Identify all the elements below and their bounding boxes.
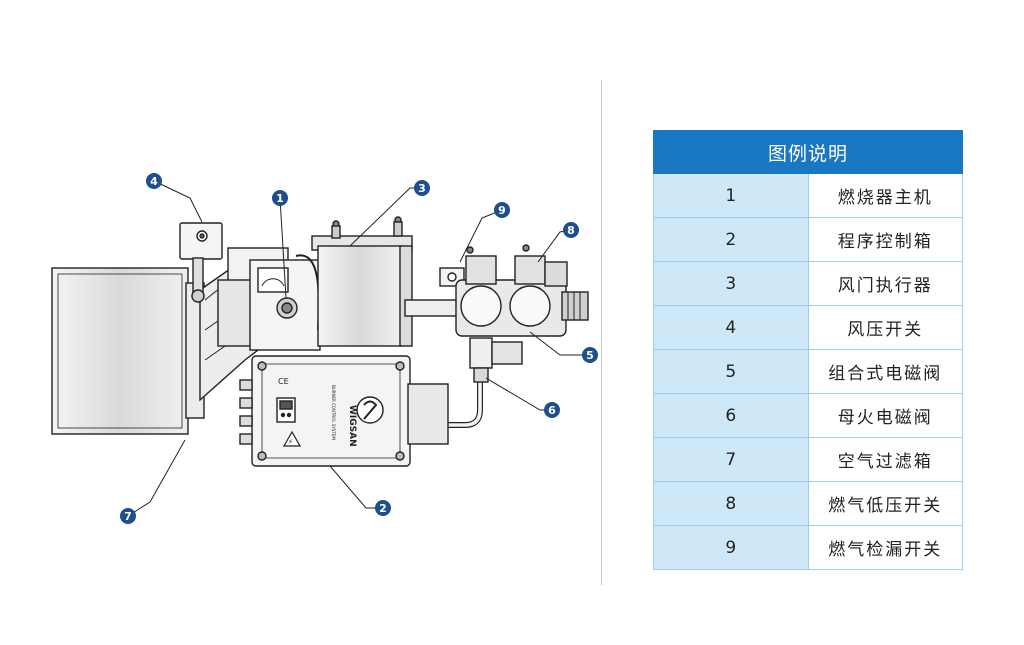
control-box-ce-mark: CE — [278, 377, 289, 386]
legend-title: 图例说明 — [653, 130, 963, 174]
svg-text:5: 5 — [586, 349, 594, 362]
legend-row: 4 风压开关 — [653, 305, 963, 350]
callout-3: 3 — [414, 180, 430, 196]
air-pressure-switch — [179, 222, 223, 303]
callout-1: 1 — [272, 190, 288, 206]
legend-name: 燃气检漏开关 — [807, 525, 963, 570]
svg-text:3: 3 — [418, 182, 426, 195]
legend-number: 1 — [653, 173, 809, 218]
legend-row: 5 组合式电磁阀 — [653, 349, 963, 394]
legend-row: 1 燃烧器主机 — [653, 173, 963, 218]
combined-solenoid-valve — [439, 244, 589, 337]
legend-number: 3 — [653, 261, 809, 306]
callout-2: 2 — [375, 500, 391, 516]
legend-number: 4 — [653, 305, 809, 350]
legend-row: 6 母火电磁阀 — [653, 393, 963, 438]
program-control-box — [239, 355, 449, 467]
legend-name: 燃烧器主机 — [807, 173, 963, 218]
pilot-solenoid-valve — [469, 337, 523, 383]
callout-7: 7 — [120, 508, 136, 524]
svg-text:2: 2 — [379, 502, 387, 515]
callout-5: 5 — [582, 347, 598, 363]
control-box-subtitle: BURNER CONTROL SYSTEM — [331, 385, 336, 440]
legend-number: 7 — [653, 437, 809, 482]
legend-row: 2 程序控制箱 — [653, 217, 963, 262]
air-filter-box — [51, 267, 189, 435]
legend-name: 风压开关 — [807, 305, 963, 350]
legend-table: 图例说明 1 燃烧器主机 2 程序控制箱 3 风门执行器 4 风压开关 5 组合 — [653, 130, 963, 570]
burner-main-body — [51, 247, 321, 435]
vertical-divider — [601, 80, 602, 585]
svg-text:7: 7 — [124, 510, 132, 523]
svg-text:9: 9 — [498, 204, 506, 217]
legend-name: 组合式电磁阀 — [807, 349, 963, 394]
callout-6: 6 — [544, 402, 560, 418]
legend-row: 8 燃气低压开关 — [653, 481, 963, 526]
legend-name: 风门执行器 — [807, 261, 963, 306]
legend-name: 母火电磁阀 — [807, 393, 963, 438]
callout-8: 8 — [563, 222, 579, 238]
svg-text:8: 8 — [567, 224, 575, 237]
svg-text:1: 1 — [276, 192, 284, 205]
legend-number: 5 — [653, 349, 809, 394]
legend-row: 3 风门执行器 — [653, 261, 963, 306]
burner-diagram: CE WIGSAN BURNER CONTROL SYSTEM ⚡ 1 2 — [51, 173, 598, 524]
callout-4: 4 — [146, 173, 162, 189]
legend-header-row: 图例说明 — [653, 130, 963, 174]
legend-name: 空气过滤箱 — [807, 437, 963, 482]
legend-number: 2 — [653, 217, 809, 262]
svg-text:4: 4 — [150, 175, 158, 188]
callouts: 1 2 3 4 5 6 7 — [120, 173, 598, 524]
control-box-brand: WIGSAN — [347, 405, 357, 447]
legend-row: 7 空气过滤箱 — [653, 437, 963, 482]
warning-symbol: ⚡ — [288, 438, 293, 446]
legend-number: 9 — [653, 525, 809, 570]
legend-number: 8 — [653, 481, 809, 526]
callout-9: 9 — [494, 202, 510, 218]
legend-row: 9 燃气检漏开关 — [653, 525, 963, 570]
damper-actuator — [311, 216, 413, 347]
legend-number: 6 — [653, 393, 809, 438]
legend-name: 程序控制箱 — [807, 217, 963, 262]
legend-name: 燃气低压开关 — [807, 481, 963, 526]
svg-text:6: 6 — [548, 404, 556, 417]
